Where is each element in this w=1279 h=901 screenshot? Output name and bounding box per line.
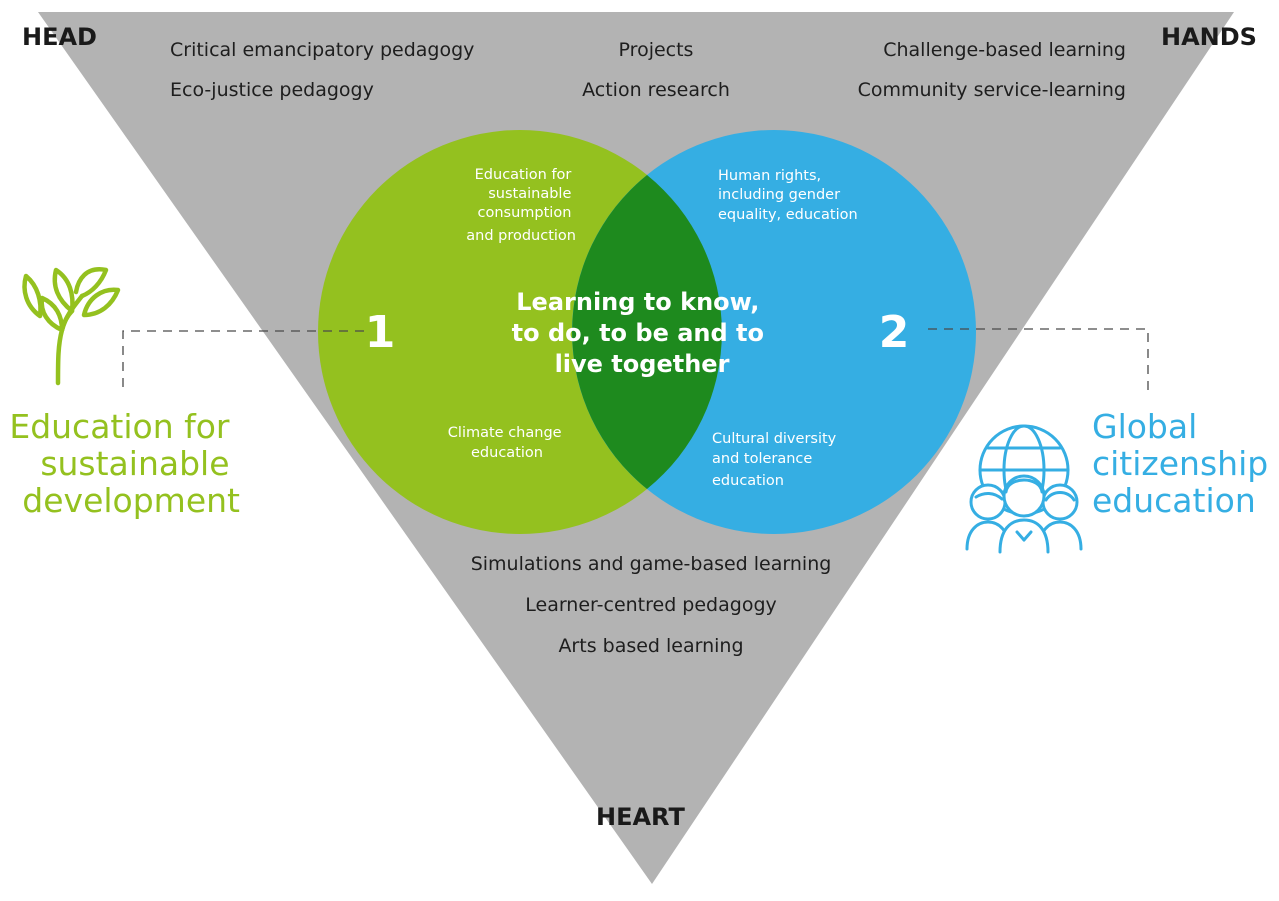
side-label-line: sustainable — [40, 444, 229, 483]
circle-number-1: 1 — [365, 307, 396, 358]
corner-hands: HANDS — [1161, 23, 1257, 51]
center-line: live together — [555, 350, 730, 378]
topic-line: equality, education — [718, 207, 858, 223]
connector-right-dashed — [928, 328, 1149, 391]
side-label-line: Education for — [9, 407, 230, 446]
plant-sprout-icon — [22, 267, 121, 386]
topic-cultural-diversity: Cultural diversity and tolerance educati… — [712, 431, 841, 489]
topic-line: Cultural diversity — [712, 431, 837, 447]
method-projects: Projects — [619, 39, 694, 61]
method-simulations: Simulations and game-based learning — [471, 553, 832, 575]
globe-people-icon — [965, 424, 1083, 554]
method-learner-centred: Learner-centred pedagogy — [525, 594, 777, 616]
method-community-service: Community service-learning — [858, 79, 1126, 101]
side-label-line: development — [22, 481, 240, 520]
corner-head: HEAD — [22, 23, 97, 51]
topic-line: sustainable — [488, 186, 571, 202]
topic-sustainable-consumption: Education for sustainable consumption an… — [466, 167, 576, 244]
corner-heart: HEART — [596, 803, 685, 831]
center-line: Learning to know, — [516, 288, 759, 316]
method-arts-based: Arts based learning — [558, 635, 743, 657]
center-line: to do, to be and to — [512, 319, 764, 347]
topic-climate-change: Climate change education — [448, 425, 566, 461]
label-education-sustainable-development: Education for sustainable development — [9, 407, 240, 520]
topic-human-rights: Human rights, including gender equality,… — [718, 168, 858, 223]
topic-line: Education for — [475, 167, 572, 183]
topic-line: education — [471, 445, 543, 461]
method-challenge-based: Challenge-based learning — [883, 39, 1126, 61]
side-label-line: Global — [1092, 407, 1197, 446]
method-action-research: Action research — [582, 79, 730, 101]
venn-center-text: Learning to know, to do, to be and to li… — [512, 288, 773, 378]
topic-line: consumption — [478, 205, 572, 221]
side-label-line: citizenship — [1092, 444, 1268, 483]
topic-line: education — [712, 473, 784, 489]
method-eco-justice: Eco-justice pedagogy — [170, 79, 374, 101]
topic-line: and tolerance — [712, 451, 812, 467]
venn-overlap — [572, 175, 722, 489]
topic-line: Climate change — [448, 425, 562, 441]
label-global-citizenship-education: Global citizenship education — [1092, 407, 1279, 520]
topic-line: and production — [466, 228, 576, 244]
topic-line: Human rights, — [718, 168, 821, 184]
topic-line: including gender — [718, 187, 840, 203]
side-label-line: education — [1092, 481, 1256, 520]
connector-left-dashed — [122, 330, 364, 392]
circle-number-2: 2 — [879, 307, 910, 358]
method-critical-emancipatory: Critical emancipatory pedagogy — [170, 39, 474, 61]
